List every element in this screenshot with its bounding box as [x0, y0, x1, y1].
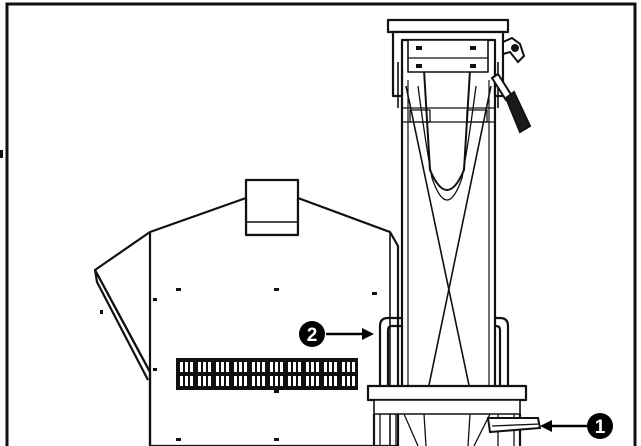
callout-1-badge	[587, 413, 613, 439]
right-handle-loop	[494, 316, 510, 385]
head-cap	[386, 18, 510, 34]
vent-slot	[208, 362, 211, 372]
vent-slot	[306, 376, 309, 386]
vent-slot	[280, 376, 283, 386]
vent-slot	[329, 376, 332, 386]
vent-slot	[342, 362, 345, 372]
callout-2-arrowhead	[362, 328, 374, 340]
vent-slot	[257, 362, 260, 372]
vent-slot	[239, 362, 242, 372]
vent-slot	[293, 362, 296, 372]
vent-slot	[334, 362, 337, 372]
vent-slot	[270, 362, 273, 372]
vent-slot	[190, 362, 193, 372]
vent-slot	[352, 376, 355, 386]
platform-top	[366, 384, 528, 402]
vent-slot	[270, 376, 273, 386]
callout-1: 1	[540, 413, 613, 439]
vent-slot	[288, 362, 291, 372]
vent-slot	[226, 376, 229, 386]
callout-1-label: 1	[595, 417, 606, 438]
vent-slot	[324, 362, 327, 372]
edge-mark	[0, 150, 3, 158]
head-knob	[502, 36, 526, 64]
vent-slot	[180, 362, 183, 372]
housing-side-panel	[93, 269, 151, 381]
callout-2: 2	[299, 321, 374, 347]
vent-slot	[252, 376, 255, 386]
housing-screws	[100, 288, 377, 441]
callout-2-badge	[299, 321, 325, 347]
vent-slot	[185, 376, 188, 386]
vent-slot	[216, 362, 219, 372]
vent-slot	[347, 376, 350, 386]
vent-slot	[190, 376, 193, 386]
callout-1-arrowhead	[540, 420, 552, 432]
foot-pedal	[486, 417, 542, 434]
vent-slot	[342, 376, 345, 386]
vent-slot	[244, 376, 247, 386]
handle-loops	[378, 316, 510, 385]
callout-2-label: 2	[307, 325, 318, 346]
vent-slot	[257, 376, 260, 386]
head-bolts	[416, 46, 476, 68]
vent-slot	[316, 362, 319, 372]
vent-slot	[185, 362, 188, 372]
vent-slot	[306, 362, 309, 372]
vent-slot	[239, 376, 242, 386]
vent-slot	[221, 376, 224, 386]
vent-slot	[316, 376, 319, 386]
vent-slot	[234, 376, 237, 386]
vent-slot	[216, 376, 219, 386]
vent-slot	[352, 362, 355, 372]
vent-slot	[324, 376, 327, 386]
vent-slot	[280, 362, 283, 372]
vent-slot	[329, 362, 332, 372]
vent-slot	[311, 376, 314, 386]
housing-top-box	[244, 178, 300, 237]
vent-slot	[221, 362, 224, 372]
vent-slot	[203, 362, 206, 372]
vent-slot	[262, 362, 265, 372]
vent-slot	[234, 362, 237, 372]
vent-slot	[252, 362, 255, 372]
left-handle-loop	[378, 316, 402, 385]
vent-grille	[176, 358, 358, 390]
vent-slot	[293, 376, 296, 386]
vent-slot	[275, 362, 278, 372]
vent-slot	[275, 376, 278, 386]
vent-slot	[244, 362, 247, 372]
vent-slot	[262, 376, 265, 386]
vent-slot	[198, 376, 201, 386]
vent-slot	[198, 362, 201, 372]
vent-slot	[298, 376, 301, 386]
vent-slot	[298, 362, 301, 372]
vertical-column	[400, 68, 497, 391]
vent-slot	[226, 362, 229, 372]
vent-slot	[288, 376, 291, 386]
vent-slot	[334, 376, 337, 386]
vent-slot	[208, 376, 211, 386]
lever-handle	[490, 72, 532, 134]
vent-slot	[347, 362, 350, 372]
vent-slot	[203, 376, 206, 386]
vent-grille-frame	[176, 358, 358, 390]
vent-slot	[180, 376, 183, 386]
vent-slot	[311, 362, 314, 372]
